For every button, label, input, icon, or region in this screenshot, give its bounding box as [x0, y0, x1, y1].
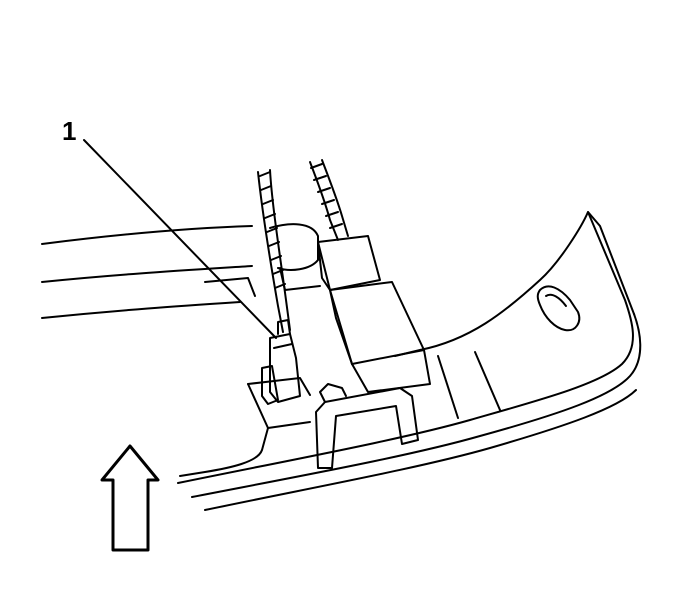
- callout-label-1: 1: [62, 116, 77, 146]
- panel-slot: [536, 285, 581, 332]
- callout-leader-1: [83, 139, 277, 339]
- module-housing: [269, 223, 431, 393]
- electrical-connector: [261, 319, 301, 405]
- trim-panel: [41, 211, 642, 511]
- wire-harness: [257, 159, 349, 333]
- retainer-clip: [315, 383, 419, 469]
- up-arrow-icon: [100, 444, 160, 552]
